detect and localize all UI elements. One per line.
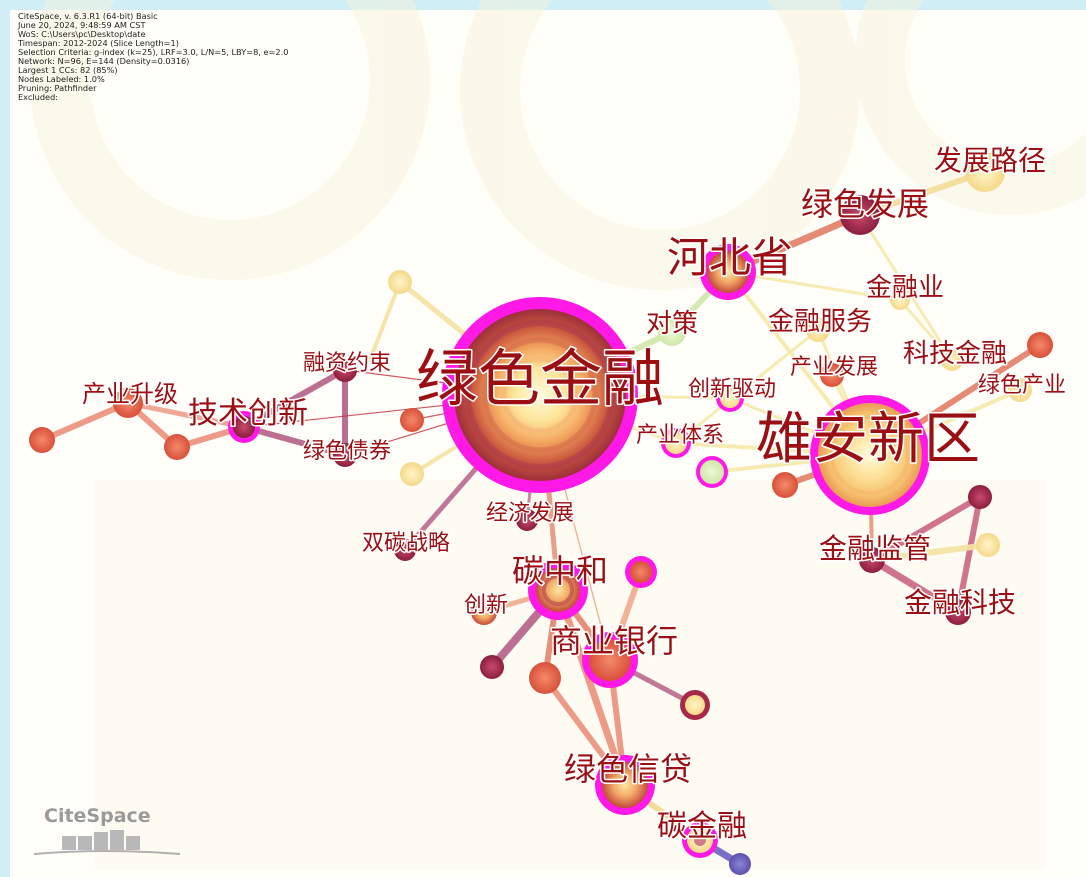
label-对策: 对策 — [646, 309, 698, 339]
node-创新[interactable] — [471, 599, 497, 625]
node-unlabeled-j[interactable] — [529, 662, 561, 694]
label-商业银行: 商业银行 — [550, 622, 678, 660]
node-产业体系[interactable] — [661, 428, 691, 458]
node-绿色信贷[interactable] — [595, 755, 655, 815]
node-双碳战略[interactable] — [394, 539, 416, 561]
label-碳中和: 碳中和 — [512, 552, 608, 590]
label-绿色产业: 绿色产业 — [978, 373, 1066, 398]
info-line: Pruning: Pathfinder — [18, 83, 97, 93]
node-金融服务[interactable] — [806, 318, 830, 342]
node-unlabeled-f[interactable] — [164, 434, 190, 460]
info-line: Selection Criteria: g-index (k=25), LRF=… — [18, 47, 289, 57]
node-unlabeled-e[interactable] — [400, 462, 424, 486]
label-金融业: 金融业 — [866, 273, 944, 303]
label-河北省: 河北省 — [667, 233, 793, 282]
info-line: Network: N=96, E=144 (Density=0.0316) — [18, 56, 190, 66]
node-绿色债券[interactable] — [333, 443, 357, 467]
label-经济发展: 经济发展 — [486, 501, 574, 526]
node-雄安新区[interactable] — [810, 395, 930, 515]
node-unlabeled-a[interactable] — [696, 456, 728, 488]
label-发展路径: 发展路径 — [934, 144, 1046, 177]
node-绿色金融[interactable] — [442, 297, 638, 493]
label-产业发展: 产业发展 — [790, 355, 878, 380]
node-科技金融[interactable] — [941, 349, 963, 371]
label-绿色债券: 绿色债券 — [303, 439, 391, 464]
node-unlabeled-g[interactable] — [29, 427, 55, 453]
info-line: June 20, 2024, 9:48:59 AM CST — [18, 20, 146, 30]
node-unlabeled-i[interactable] — [480, 655, 504, 679]
label-绿色金融: 绿色金融 — [416, 342, 664, 415]
node-对策[interactable] — [658, 318, 686, 346]
node-unlabeled-n[interactable] — [729, 853, 751, 875]
label-金融科技: 金融科技 — [904, 586, 1016, 619]
node-unlabeled-d[interactable] — [400, 408, 424, 432]
node-unlabeled-l[interactable] — [968, 485, 992, 509]
node-red-right[interactable] — [1027, 332, 1053, 358]
logo-underline — [33, 850, 181, 855]
info-line: Excluded: — [18, 92, 59, 102]
logo-text: CiteSpace — [44, 805, 151, 827]
node-融资约束[interactable] — [333, 358, 357, 382]
node-产业升级[interactable] — [113, 388, 143, 418]
label-科技金融: 科技金融 — [903, 339, 1007, 369]
node-发展路径[interactable] — [965, 152, 1005, 192]
logo-bars-icon — [62, 830, 140, 850]
label-金融监管: 金融监管 — [819, 532, 931, 565]
info-line: Timespan: 2012-2024 (Slice Length=1) — [18, 38, 179, 48]
node-碳金融[interactable] — [682, 822, 718, 858]
label-融资约束: 融资约束 — [303, 351, 391, 376]
background-watermark — [30, 0, 1086, 870]
node-unlabeled-k[interactable] — [680, 690, 710, 720]
info-line: Largest 1 CCs: 82 (85%) — [18, 65, 118, 75]
label-双碳战略: 双碳战略 — [362, 531, 450, 556]
node-技术创新[interactable] — [228, 411, 260, 443]
node-unlabeled-c[interactable] — [388, 270, 412, 294]
node-产业发展[interactable] — [820, 363, 844, 387]
node-碳中和[interactable] — [528, 560, 588, 620]
citespace-logo: CiteSpace — [33, 805, 181, 855]
label-技术创新: 技术创新 — [188, 396, 308, 431]
label-绿色发展: 绿色发展 — [801, 185, 929, 223]
node-unlabeled-b[interactable] — [772, 472, 798, 498]
node-绿色产业[interactable] — [1008, 378, 1032, 402]
node-绿色发展[interactable] — [840, 195, 880, 235]
node-unlabeled-m[interactable] — [976, 533, 1000, 557]
label-绿色信贷: 绿色信贷 — [564, 750, 692, 788]
label-雄安新区: 雄安新区 — [756, 407, 980, 472]
label-金融服务: 金融服务 — [768, 307, 872, 337]
label-产业体系: 产业体系 — [636, 423, 724, 448]
node-金融监管[interactable] — [859, 547, 885, 573]
label-产业升级: 产业升级 — [82, 380, 178, 408]
node-创新驱动[interactable] — [716, 384, 744, 412]
label-碳金融: 碳金融 — [657, 809, 747, 844]
node-商业银行[interactable] — [582, 632, 638, 688]
label-创新: 创新 — [464, 593, 508, 618]
labels: 绿色金融 雄安新区 河北省 绿色发展 发展路径 金融业 金融服务 对策 科技金融… — [81, 143, 1068, 846]
node-经济发展[interactable] — [516, 509, 538, 531]
node-unlabeled-h[interactable] — [625, 556, 657, 588]
node-金融科技[interactable] — [945, 599, 971, 625]
node-河北省[interactable] — [700, 244, 756, 300]
label-创新驱动: 创新驱动 — [688, 377, 776, 402]
info-line: Nodes Labeled: 1.0% — [18, 74, 105, 84]
info-line: CiteSpace, v. 6.3.R1 (64-bit) Basic — [18, 11, 158, 21]
node-金融业[interactable] — [890, 290, 910, 310]
info-line: WoS: C:\Users\pc\Desktop\date — [18, 29, 146, 39]
nodes — [29, 152, 1053, 875]
